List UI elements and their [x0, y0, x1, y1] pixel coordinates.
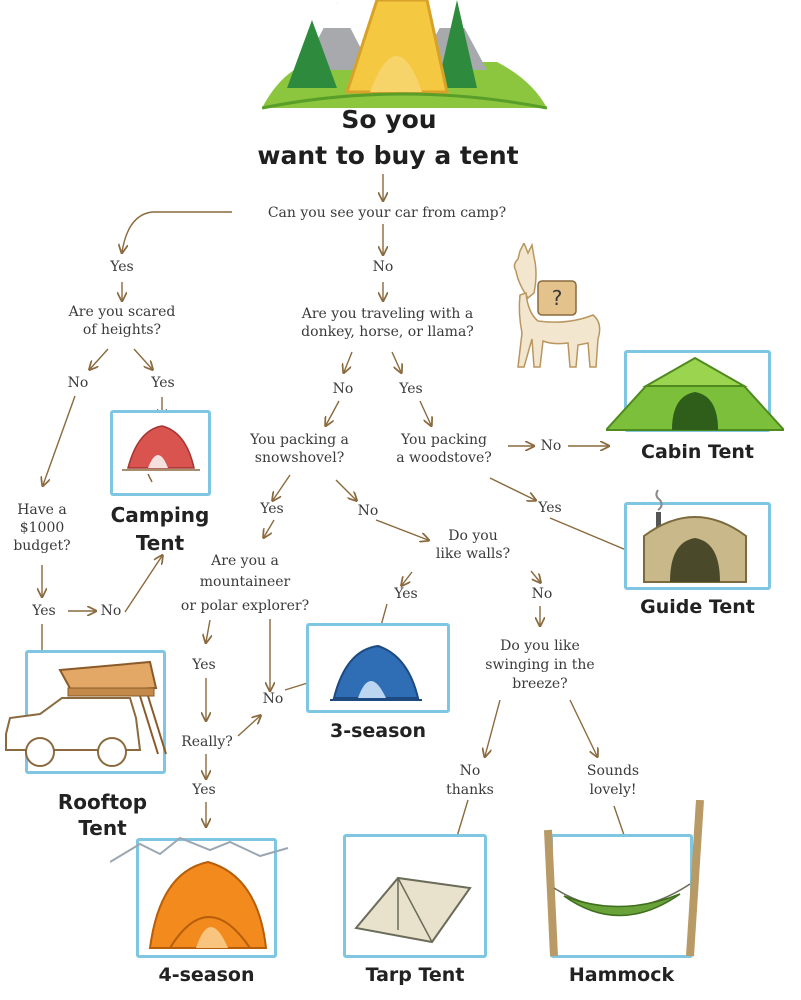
answer-heights-yes: Yes [151, 375, 175, 391]
title-line-1: So you [341, 105, 437, 134]
answer-woodstove-no: No [540, 438, 562, 454]
answer-animal-yes: Yes [399, 381, 423, 397]
question-see-car: Can you see your car from camp? [267, 205, 507, 221]
answer-animal-no: No [332, 381, 354, 397]
guide-tent-label: Guide Tent [640, 596, 755, 618]
answer-budget-yes: Yes [32, 603, 56, 619]
question-snowshovel-1: You packing a [250, 432, 349, 448]
three-season-tent-label: 3-season [329, 720, 426, 742]
answer-swing-no-1: No [459, 763, 481, 779]
camping-tent-label-2: Tent [135, 531, 185, 555]
llama-icon: ? [513, 243, 601, 368]
question-walls-2: like walls? [435, 546, 511, 562]
hammock-icon [544, 800, 704, 957]
question-budget-3: budget? [13, 538, 71, 554]
question-woodstove-2: a woodstove? [396, 450, 492, 466]
four-season-tent-label: 4-season [158, 964, 255, 986]
rooftop-tent-label-2: Tent [78, 816, 127, 840]
camping-tent-label-1: Camping [110, 503, 210, 527]
camping-tent-icon [122, 425, 200, 483]
title-line-2: want to buy a tent [257, 141, 519, 170]
question-animal-2: donkey, horse, or llama? [301, 324, 474, 340]
question-scared-heights-1: Are you scared [68, 304, 176, 320]
hammock-label: Hammock [568, 964, 675, 986]
question-really: Really? [181, 734, 233, 750]
tarp-tent-icon [354, 876, 472, 944]
answer-swing-yes-2: lovely! [589, 782, 637, 798]
rooftop-tent-label-1: Rooftop [57, 790, 148, 814]
llama-bag-sign: ? [552, 286, 563, 310]
question-walls-1: Do you [448, 528, 498, 544]
answer-car-no: No [372, 259, 394, 275]
rooftop-tent-icon [5, 660, 167, 767]
question-budget-1: Have a [17, 502, 67, 518]
answer-mountaineer-no: No [262, 691, 284, 707]
answer-walls-yes: Yes [394, 586, 418, 602]
answer-woodstove-yes: Yes [538, 500, 562, 516]
answer-swing-yes-1: Sounds [586, 763, 640, 779]
question-woodstove-1: You packing [400, 432, 487, 448]
three-season-tent-icon [330, 644, 422, 701]
question-snowshovel-2: snowshovel? [254, 450, 345, 466]
answer-mountaineer-yes: Yes [192, 657, 216, 673]
answer-budget-no: No [100, 603, 122, 619]
answer-shovel-no: No [357, 503, 379, 519]
header-tent-icon [262, 0, 547, 110]
cabin-tent-icon [606, 356, 784, 431]
answer-walls-no: No [531, 586, 553, 602]
answer-shovel-yes: Yes [260, 501, 284, 517]
question-swinging-3: breeze? [512, 676, 568, 692]
question-budget-2: $1000 [19, 520, 65, 536]
guide-tent-icon [643, 489, 747, 583]
question-mountaineer-1: Are you a [211, 553, 279, 569]
answer-car-yes: Yes [110, 259, 134, 275]
question-swinging-2: swinging in the [485, 657, 595, 673]
question-mountaineer-2: mountaineer [199, 574, 291, 590]
cabin-tent-label: Cabin Tent [641, 441, 754, 463]
answer-heights-no: No [67, 375, 89, 391]
question-mountaineer-3: or polar explorer? [180, 598, 310, 614]
answer-really-yes: Yes [192, 782, 216, 798]
question-animal-1: Are you traveling with a [301, 306, 474, 322]
four-season-tent-icon [110, 836, 289, 949]
question-swinging-1: Do you like [500, 638, 580, 654]
tarp-tent-label: Tarp Tent [365, 964, 465, 986]
question-scared-heights-2: of heights? [82, 322, 162, 338]
answer-swing-no-2: thanks [446, 782, 494, 798]
